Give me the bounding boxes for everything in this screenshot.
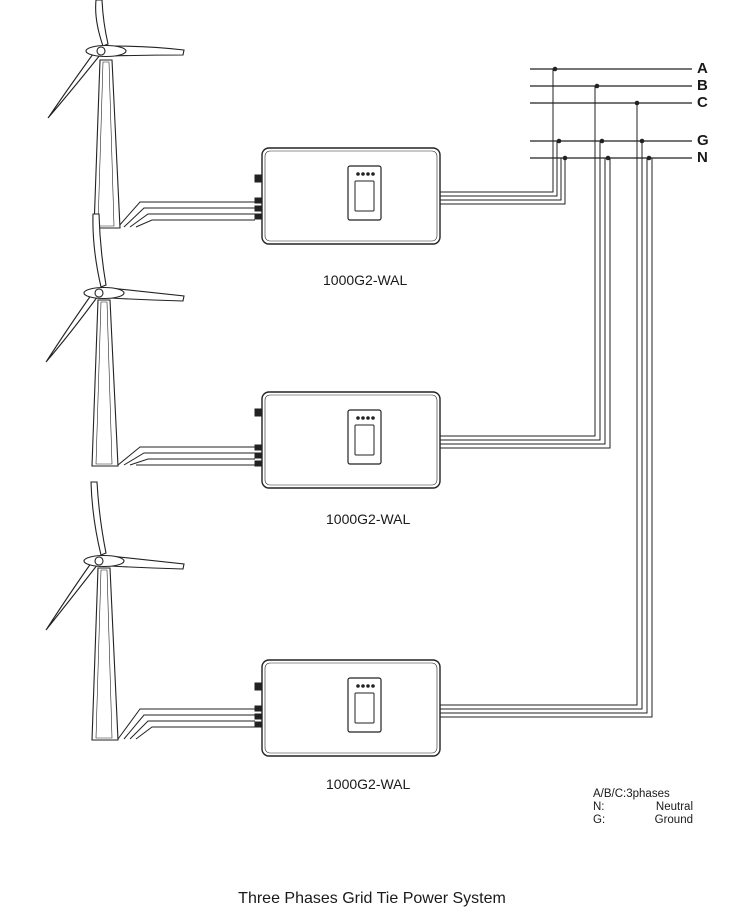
legend-n-value: Neutral [655,801,693,813]
wind-turbine-3 [45,481,185,741]
legend-n-key: N: [593,801,605,813]
wind-turbine-1 [47,0,185,229]
legend-g-value: Ground [654,814,693,826]
bus-label-b: B [697,77,708,94]
bus-label-n: N [697,149,708,166]
grid-cables [440,69,653,718]
legend-phases: A/B/C:3phases [593,788,670,800]
legend-g-key: G: [593,814,606,826]
legend: A/B/C:3phases N: Neutral G: Ground [593,788,693,827]
junction-dots [552,66,652,161]
bus-label-g: G [697,132,709,149]
inverter-1-model-label: 1000G2-WAL [323,272,408,288]
inverter-3-model-label: 1000G2-WAL [326,776,411,792]
inverter-3 [254,659,441,757]
wind-turbine-2 [45,213,185,467]
bus-label-c: C [697,94,708,111]
inverter-2 [254,391,441,489]
diagram-caption: Three Phases Grid Tie Power System [238,890,506,907]
inverter-1 [254,147,441,245]
inverter-2-model-label: 1000G2-WAL [326,511,411,527]
bus-lines [530,68,692,159]
bus-label-a: A [697,60,708,77]
turbine-cables [117,201,255,740]
